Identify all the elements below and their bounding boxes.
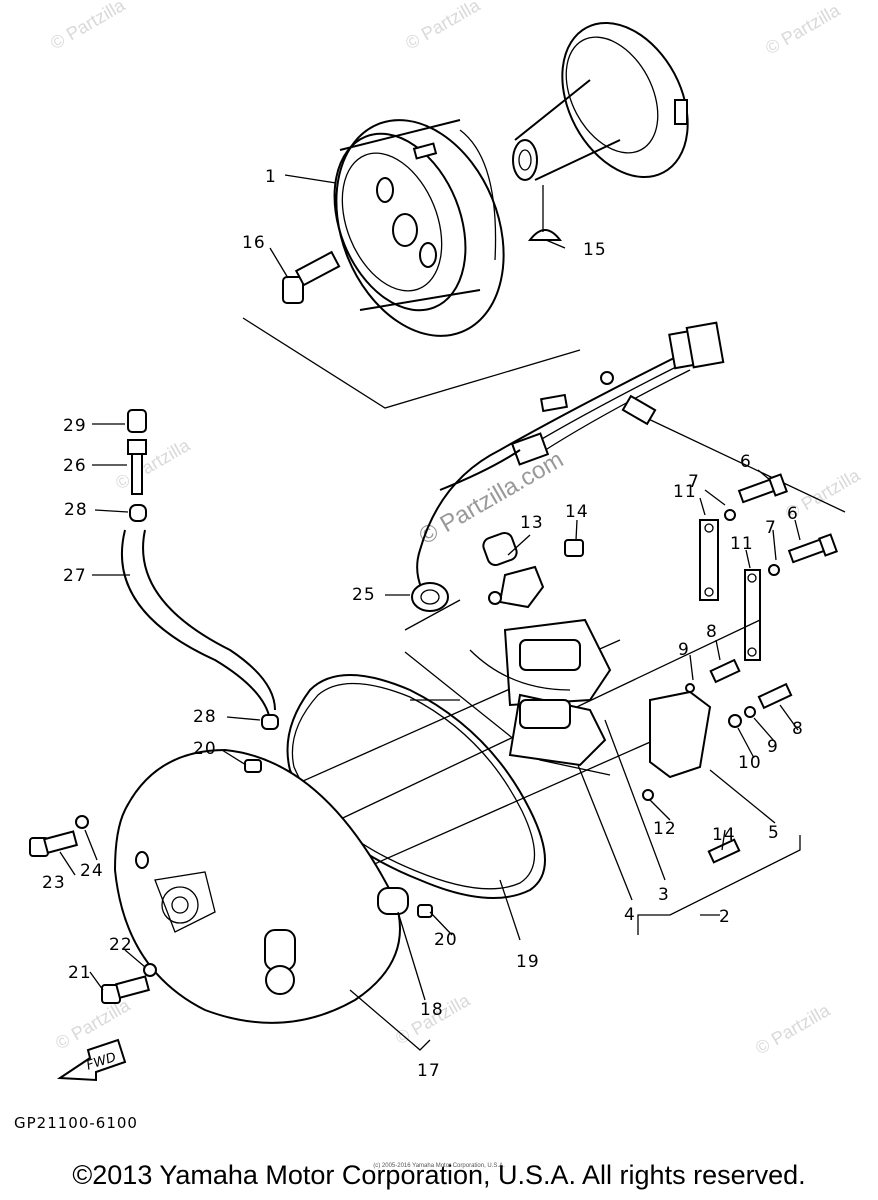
watermark: © Partzilla xyxy=(52,995,134,1054)
callout-26: 26 xyxy=(63,456,87,476)
watermark: © Partzilla xyxy=(752,1000,834,1059)
hose-fittings xyxy=(120,409,279,730)
woodruff-key xyxy=(527,185,563,241)
callout-25: 25 xyxy=(352,585,376,605)
callout-14: 14 xyxy=(565,502,589,522)
callout-28: 28 xyxy=(64,500,88,520)
callout-14: 14 xyxy=(712,825,736,845)
watermark: © Partzilla xyxy=(47,0,129,53)
callout-6: 6 xyxy=(787,504,799,524)
lead-plates xyxy=(699,519,761,661)
callout-7: 7 xyxy=(765,518,777,538)
callout-12: 12 xyxy=(653,819,677,839)
wire-harness xyxy=(416,321,725,611)
callout-1: 1 xyxy=(265,167,277,187)
callout-17: 17 xyxy=(417,1061,441,1081)
callout-10: 10 xyxy=(738,753,762,773)
callout-3: 3 xyxy=(658,885,670,905)
copyright-notice: ©2013 Yamaha Motor Corporation, U.S.A. A… xyxy=(72,1160,806,1190)
callout-8: 8 xyxy=(706,622,718,642)
crankcase-cover xyxy=(113,748,401,1024)
callout-11: 11 xyxy=(673,482,697,502)
drawing-code: GP21100-6100 xyxy=(14,1114,138,1132)
callout-11: 11 xyxy=(730,534,754,554)
fwd-arrow: FWD xyxy=(56,1038,127,1082)
callout-24: 24 xyxy=(80,861,104,881)
callout-16: 16 xyxy=(242,233,266,253)
callout-7: 7 xyxy=(688,472,700,492)
tiny-copyright-note: (c) 2005-2016 Yamaha Motor Corporation, … xyxy=(373,1163,505,1169)
callout-2: 2 xyxy=(719,907,731,927)
watermark: © Partzilla xyxy=(762,0,844,58)
callout-8: 8 xyxy=(792,719,804,739)
dowel-pins xyxy=(244,759,433,918)
screws-washers xyxy=(724,473,838,576)
pulser-coil xyxy=(482,531,584,609)
cover-bolts xyxy=(29,815,157,1004)
flywheel-bolt xyxy=(282,250,341,304)
flywheel-rotor xyxy=(333,119,505,337)
callout-22: 22 xyxy=(109,935,133,955)
callout-29: 29 xyxy=(63,416,87,436)
grommet xyxy=(411,582,449,612)
callout-19: 19 xyxy=(516,952,540,972)
callout-5: 5 xyxy=(768,823,780,843)
callout-28: 28 xyxy=(193,707,217,727)
callout-20: 20 xyxy=(193,739,217,759)
callout-9: 9 xyxy=(678,640,690,660)
callout-21: 21 xyxy=(68,963,92,983)
rectifier-bracket xyxy=(642,658,793,864)
leader-lines xyxy=(59,174,801,1051)
watermark: © Partzilla xyxy=(112,435,194,494)
callout-20: 20 xyxy=(434,930,458,950)
callout-9: 9 xyxy=(767,737,779,757)
callout-15: 15 xyxy=(583,240,607,260)
stator-coils xyxy=(469,618,612,767)
callout-labels: 1 2 3 4 5 6 6 7 7 8 8 9 9 10 11 11 12 13… xyxy=(42,167,804,1081)
callout-27: 27 xyxy=(63,566,87,586)
callout-13: 13 xyxy=(520,513,544,533)
callout-18: 18 xyxy=(420,1000,444,1020)
watermark: © Partzilla xyxy=(402,0,484,53)
callout-4: 4 xyxy=(624,905,636,925)
rotor-hub xyxy=(512,21,689,181)
callout-23: 23 xyxy=(42,873,66,893)
watermark-center: © Partzilla.com xyxy=(415,446,569,550)
callout-6: 6 xyxy=(740,452,752,472)
